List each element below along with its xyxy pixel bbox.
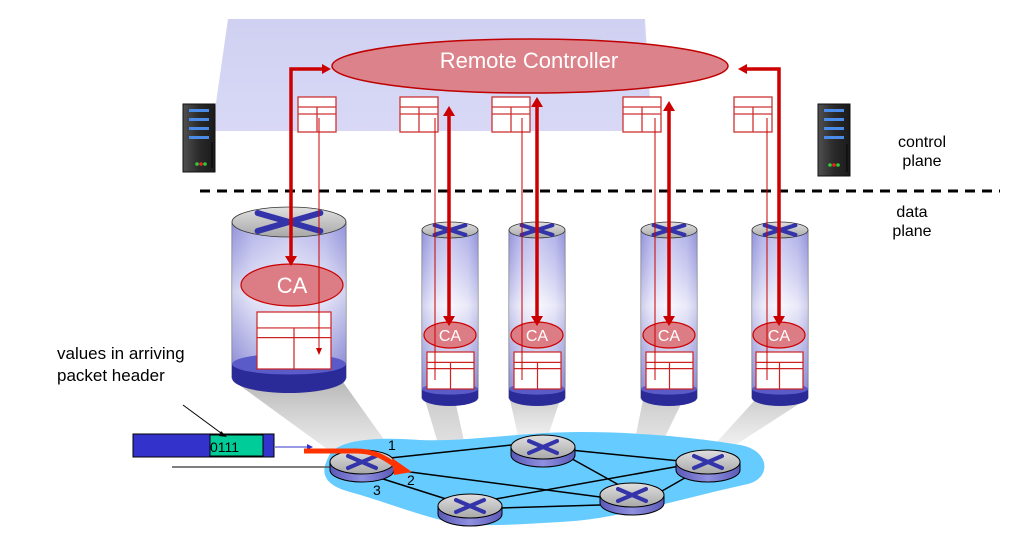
data-plane-label-line1: data bbox=[896, 204, 928, 221]
flow-table-icon bbox=[755, 351, 804, 390]
annotation-pointer bbox=[182, 404, 226, 437]
router-cross-icon bbox=[616, 487, 648, 503]
controller-label: Remote Controller bbox=[439, 48, 619, 73]
flow-table-icon bbox=[513, 351, 562, 390]
controller-flow-tables bbox=[297, 96, 773, 133]
flow-table-icon bbox=[297, 96, 337, 133]
flow-table-icon bbox=[399, 96, 439, 133]
router-cross-icon bbox=[254, 210, 324, 234]
router-icon bbox=[437, 493, 503, 527]
router-icon bbox=[510, 434, 576, 468]
control-agent-label: CA bbox=[658, 328, 681, 345]
router-icon bbox=[329, 449, 395, 483]
forwarding-arrow bbox=[304, 448, 412, 475]
flow-table-icon bbox=[733, 96, 773, 133]
flow-table-icon bbox=[491, 96, 531, 133]
control-plane-label-line1: control bbox=[897, 134, 947, 151]
packet-header-annotation: values in arriving packet header bbox=[57, 343, 185, 387]
router-cross-icon bbox=[527, 439, 559, 455]
remote-controller bbox=[331, 38, 729, 94]
router-cross-icon bbox=[454, 498, 486, 514]
router-cross-icon bbox=[346, 454, 378, 470]
flow-table-icon bbox=[426, 351, 475, 390]
control-agent-label: CA bbox=[277, 273, 308, 298]
annotation-line1: values in arriving bbox=[57, 344, 185, 363]
router-icon bbox=[675, 449, 741, 483]
packet-header bbox=[209, 434, 264, 457]
control-plane-label-line2: plane bbox=[902, 153, 942, 170]
control-agent-label: CA bbox=[768, 328, 791, 345]
data-plane-label-line2: plane bbox=[892, 223, 932, 240]
router-cross-icon bbox=[692, 454, 724, 470]
flow-table-icon bbox=[645, 351, 694, 390]
control-arrows bbox=[285, 64, 785, 380]
arriving-packet bbox=[132, 433, 313, 458]
switch-large: CA bbox=[231, 206, 347, 393]
server-icon-right bbox=[817, 103, 851, 177]
data-plane-label: data plane bbox=[872, 203, 952, 241]
flow-table-icon bbox=[256, 311, 332, 370]
port-2-label: 2 bbox=[407, 472, 415, 488]
router-icon bbox=[599, 482, 665, 516]
control-plane-label: control plane bbox=[882, 133, 962, 171]
packet-header-bits: 0111 bbox=[210, 439, 240, 455]
control-agent-label: CA bbox=[439, 328, 462, 345]
annotation-line2: packet header bbox=[57, 366, 165, 385]
control-agent-label: CA bbox=[526, 328, 549, 345]
port-1-label: 1 bbox=[388, 437, 396, 453]
server-icon-left bbox=[182, 103, 216, 173]
port-3-label: 3 bbox=[373, 482, 381, 498]
